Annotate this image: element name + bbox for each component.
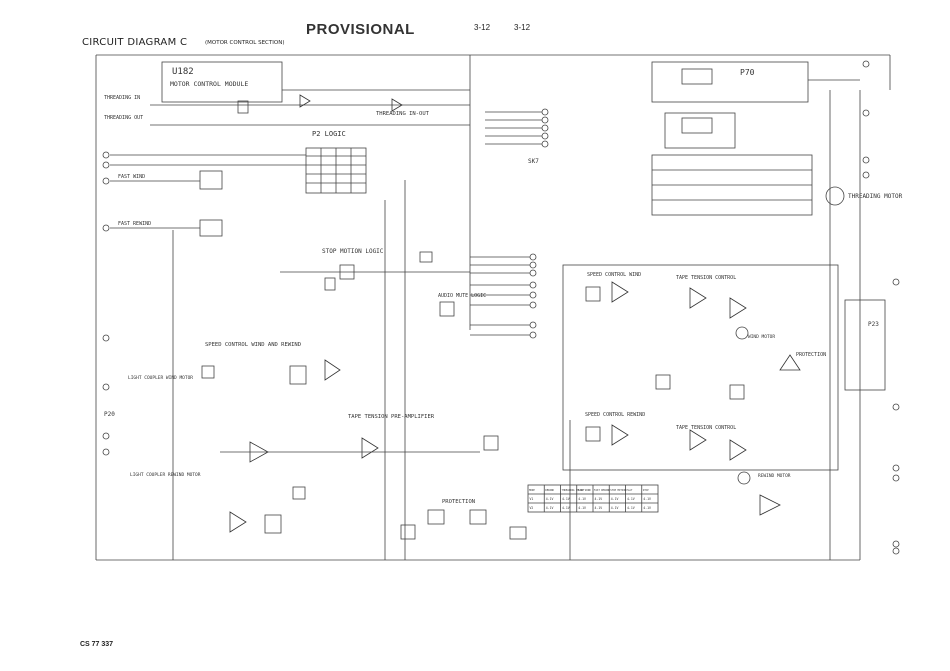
table-cell: 4.1V xyxy=(578,497,586,501)
tape-tension-bottom-label: TAPE TENSION CONTROL xyxy=(676,425,736,431)
table-cell: 4.1V xyxy=(546,497,554,501)
protection-bottom-label: PROTECTION xyxy=(442,499,475,505)
p70-block: P70 xyxy=(651,60,870,179)
p2-logic-block: P2 LOGIC xyxy=(305,130,367,194)
left-light-couplers: SPEED CONTROL WIND AND REWIND LIGHT COUP… xyxy=(102,334,341,478)
motor-control-module-box: U182 MOTOR CONTROL MODULE xyxy=(161,55,471,330)
table-cell: 4.1V xyxy=(578,506,586,510)
speed-wind-rewind-label: SPEED CONTROL WIND AND REWIND xyxy=(205,342,301,348)
fast-wind-label: FAST WIND xyxy=(118,174,145,180)
tape-tension-top-label: TAPE TENSION CONTROL xyxy=(676,275,736,281)
table-header-cell: REWIND xyxy=(545,489,554,492)
document-code: CS 77 337 xyxy=(80,641,114,648)
light-coupler-wind-label: LIGHT COUPLER WIND MOTOR xyxy=(128,375,193,381)
table-header-cell: MODE xyxy=(529,489,535,492)
light-coupler-rewind-label: LIGHT COUPLER REWIND MOTOR xyxy=(130,472,201,478)
threading-motor: THREADING MOTOR xyxy=(651,154,903,216)
table-cell: 4.1V xyxy=(546,506,554,510)
p2-logic-label: P2 LOGIC xyxy=(312,130,346,138)
tape-tension-preamp: TAPE TENSION PRE-AMPLIFIER xyxy=(220,414,480,500)
speed-wind-label: SPEED CONTROL WIND xyxy=(587,272,641,278)
table-cell: 4.1V xyxy=(627,506,635,510)
table-header-cell: THREADING IN-OUT xyxy=(562,489,586,492)
left-inputs: THREADING IN THREADING OUT FAST WIND FAS… xyxy=(102,95,306,237)
table-cell: 4.1V xyxy=(627,497,635,501)
table-cell: 4.1V xyxy=(611,506,619,510)
sk7-connectors: SK7 xyxy=(470,108,549,339)
sk7-label: SK7 xyxy=(528,158,539,165)
p70-label: P70 xyxy=(740,68,755,77)
table-header-cell: FAST REWIND xyxy=(594,489,610,492)
threading-in-label: THREADING IN xyxy=(104,95,140,101)
protection-right-label: PROTECTION xyxy=(796,352,826,358)
p23-block: P23 xyxy=(844,278,900,555)
preamp-label: TAPE TENSION PRE-AMPLIFIER xyxy=(348,414,435,420)
speed-rewind-label: SPEED CONTROL REWIND xyxy=(585,412,645,418)
table-cell: V1 xyxy=(530,497,534,501)
diagram-subtitle: (MOTOR CONTROL SECTION) xyxy=(205,40,285,46)
u182-label: U182 xyxy=(172,67,194,77)
stop-motion-label: STOP MOTION LOGIC xyxy=(322,248,384,255)
threading-motor-label: THREADING MOTOR xyxy=(848,193,903,200)
page-number-right: 3-12 xyxy=(514,23,531,32)
motor-module-label: MOTOR CONTROL MODULE xyxy=(170,80,248,88)
p23-label: P23 xyxy=(868,321,879,328)
table-cell: 4.1V xyxy=(562,506,570,510)
table-cell: 4.1V xyxy=(595,506,603,510)
audio-mute-label: AUDIO MUTE LOGIC xyxy=(438,293,486,299)
wind-motor-label: WIND MOTOR xyxy=(748,334,775,340)
provisional-stamp: PROVISIONAL xyxy=(306,21,415,38)
stop-motion-logic-block: STOP MOTION LOGIC AUDIO MUTE LOGIC xyxy=(280,248,486,317)
table-header-cell: FAST WIND xyxy=(578,489,592,492)
table-cell: 4.1V xyxy=(562,497,570,501)
table-cell: 4.1V xyxy=(611,497,619,501)
table-header-cell: STOP xyxy=(643,489,649,492)
outer-frame xyxy=(95,54,891,561)
table-cell: 4.1V xyxy=(643,506,651,510)
p20-label: P20 xyxy=(104,411,115,418)
table-cell: V2 xyxy=(530,506,534,510)
threading-in-out-label: THREADING IN-OUT xyxy=(376,111,430,117)
protection-bottom: PROTECTION xyxy=(229,435,527,540)
speed-control-rewind: SPEED CONTROL REWIND TAPE TENSION CONTRO… xyxy=(585,374,791,516)
table-header-cell: PLAY xyxy=(627,489,633,492)
bus-lines xyxy=(95,90,861,560)
table-header-cell: STOP MOTION xyxy=(610,489,626,492)
fast-rewind-label: FAST REWIND xyxy=(118,221,151,227)
diagram-title: CIRCUIT DIAGRAM C xyxy=(82,37,188,48)
rewind-motor-label: REWIND MOTOR xyxy=(758,473,791,479)
threading-in-out-block: THREADING IN-OUT xyxy=(150,94,470,126)
page-number-left: 3-12 xyxy=(474,23,491,32)
table-cell: 4.1V xyxy=(643,497,651,501)
threading-out-label: THREADING OUT xyxy=(104,115,143,121)
speed-control-wind: SPEED CONTROL WIND TAPE TENSION CONTROL … xyxy=(562,264,839,471)
table-cell: 4.1V xyxy=(595,497,603,501)
